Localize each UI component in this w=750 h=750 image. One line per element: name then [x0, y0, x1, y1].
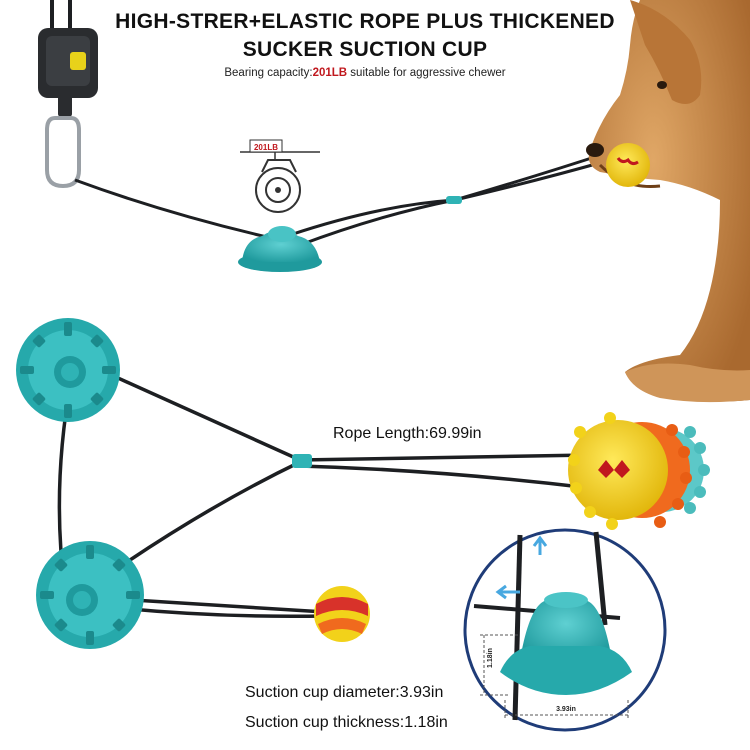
weight-icon: 201LB: [240, 139, 320, 213]
chew-ball-top: [606, 143, 650, 187]
spiky-ball: [568, 412, 710, 530]
title-line-2: SUCKER SUCTION CUP: [242, 38, 488, 61]
title-line-1: HIGH-STRER+ELASTIC ROPE PLUS THICKENED: [115, 10, 615, 33]
suction-cup-upper: [16, 318, 120, 422]
rope-clip-top: [446, 196, 462, 204]
dimension-width-label: 3.93in: [556, 706, 576, 713]
top-ropes: [74, 150, 611, 247]
detail-circle: 1.18in 3.93in: [463, 528, 667, 732]
rope-clip-main: [292, 454, 312, 468]
dog-illustration: [586, 0, 750, 403]
suction-cup-lower: [36, 541, 144, 649]
suction-cup-small: [238, 226, 322, 272]
carabiner: [45, 116, 81, 189]
subtitle-suffix: suitable for aggressive chewer: [347, 67, 506, 79]
subtitle-prefix: Bearing capacity:: [224, 67, 313, 79]
ratchet-button: [70, 52, 86, 70]
caption-cup-thickness: Suction cup thickness:1.18in: [245, 714, 448, 731]
caption-rope-length: Rope Length:69.99in: [333, 425, 482, 442]
caption-cup-diameter: Suction cup diameter:3.93in: [245, 684, 444, 701]
subtitle-highlight: 201LB: [312, 67, 348, 79]
weight-icon-label: 201LB: [254, 143, 278, 152]
small-ball: [314, 586, 370, 642]
dimension-height-label: 1.18in: [487, 648, 494, 668]
ratchet-hanger: [38, 0, 98, 189]
subtitle: Bearing capacity:201LB suitable for aggr…: [0, 67, 740, 79]
